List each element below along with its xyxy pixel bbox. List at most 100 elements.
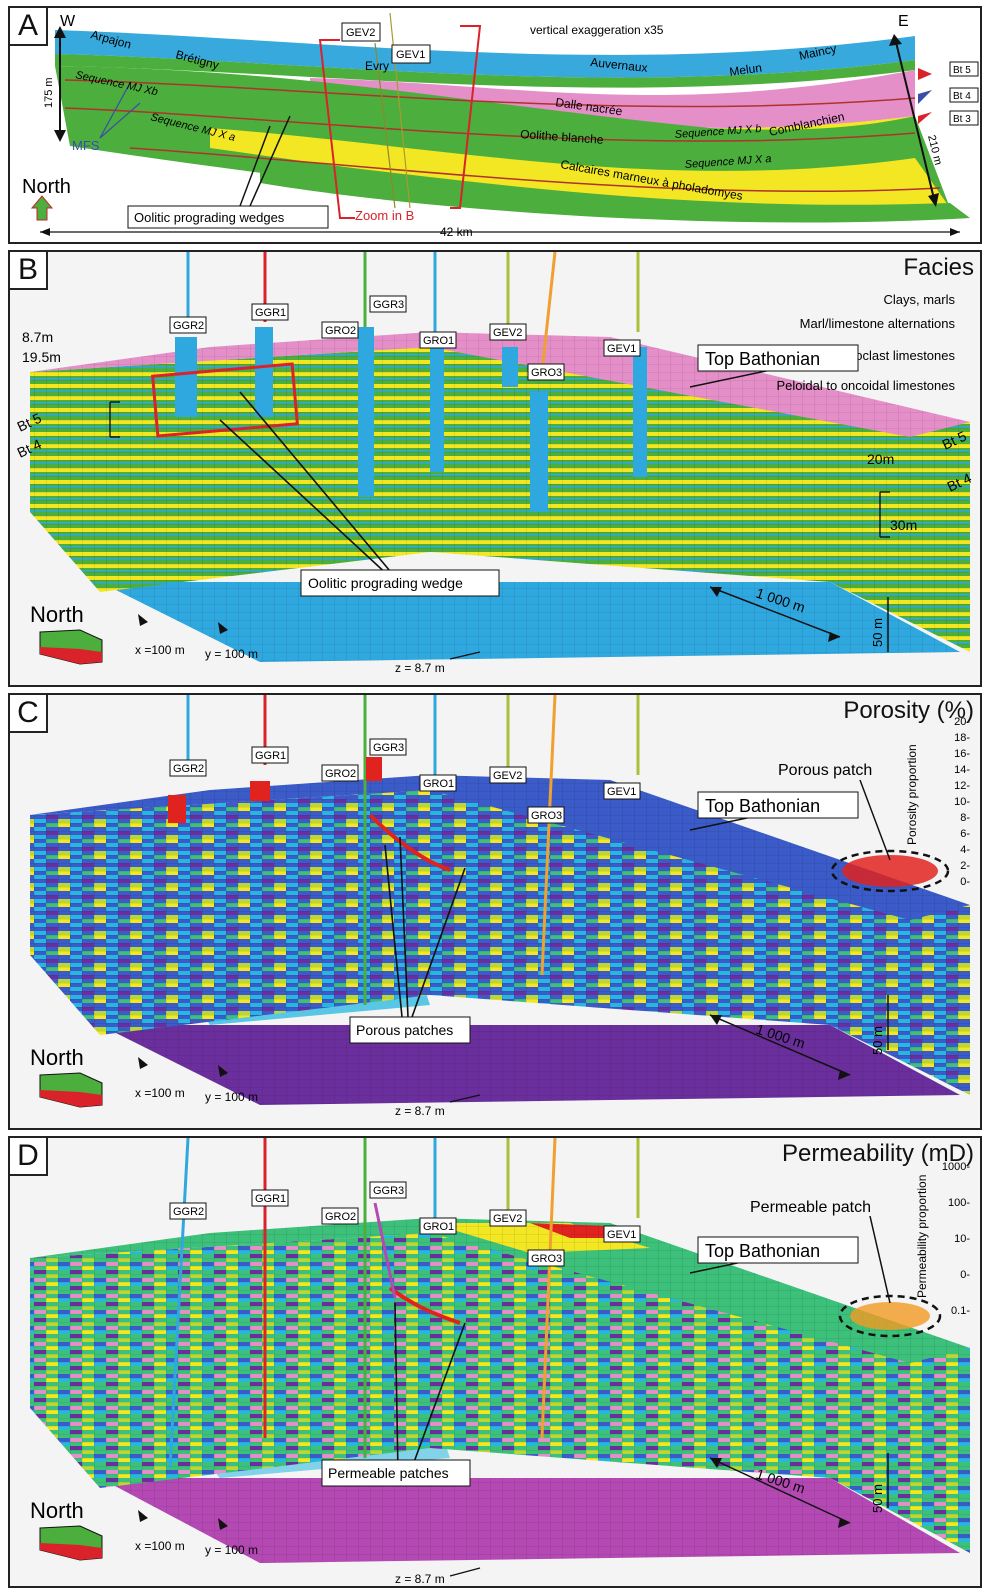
permeability-tick: 0.1- (951, 1305, 970, 1317)
well-label-box (169, 759, 207, 777)
porosity-ticks: 20-18-16-14-12-10-8-6-4-2-0- (954, 716, 970, 888)
wedge-frame (151, 362, 299, 438)
axis-title: Permeability proportion (915, 1175, 929, 1298)
height-arrow-right (894, 37, 936, 204)
scale-v: 50 m (870, 1026, 885, 1055)
porosity-tick: 0- (960, 876, 970, 888)
permeability-tick: 100- (948, 1197, 970, 1209)
permeability-tick: 1000- (942, 1161, 970, 1173)
well-label-box (369, 1181, 407, 1199)
axis-title: Porosity proportion (905, 744, 919, 845)
band-green-1 (55, 54, 915, 88)
x-spacing: x =100 m (135, 1539, 185, 1553)
porosity-tick: 18- (954, 732, 970, 744)
patch-label: Permeable patch (750, 1199, 871, 1216)
wells-d (168, 1138, 640, 1469)
thick-8-7: 8.7m (22, 329, 53, 345)
well-label: GGR1 (255, 1193, 286, 1205)
mfs-arrow (99, 82, 131, 139)
panel-letter: B (10, 252, 48, 290)
well-label: GGR1 (255, 750, 286, 762)
panel-letter: C (10, 695, 48, 733)
unit-oolithe: Oolithe blanche (520, 127, 604, 147)
y-spacing: y = 100 m (205, 647, 258, 661)
well-label-box (419, 1217, 457, 1235)
scale-v: 50 m (870, 1484, 885, 1513)
north-label: North (22, 176, 71, 198)
east-label: E (898, 13, 909, 30)
north-block-icon (39, 1525, 103, 1561)
porous-patch (842, 855, 938, 887)
wedges-label: Oolitic prograding wedges (134, 210, 285, 225)
well-label: GGR2 (173, 1206, 204, 1218)
top-bathonian: Top Bathonian (705, 349, 820, 369)
well-label: GRO3 (531, 1253, 562, 1265)
sequence-line (129, 147, 941, 193)
zoom-label: Zoom in B (355, 208, 414, 223)
thick-19-5: 19.5m (22, 349, 61, 365)
x-spacing: x =100 m (135, 643, 185, 657)
well-label: GGR3 (373, 1185, 404, 1197)
wells-c (168, 695, 640, 1005)
bt5-label: Bt 5 (953, 65, 971, 76)
well-gev1: GEV1 (396, 49, 425, 61)
permeability-tick: 0- (960, 1269, 970, 1281)
well-label: GEV2 (493, 770, 522, 782)
well-label: GGR2 (173, 763, 204, 775)
well-label: GRO3 (531, 367, 562, 379)
panel-title: Porosity (%) (843, 697, 974, 724)
porosity-tick: 4- (960, 844, 970, 856)
well-label-box (603, 339, 641, 357)
well-label: GGR2 (173, 320, 204, 332)
porosity-tick: 20- (954, 716, 970, 728)
well-label-box (489, 1209, 527, 1227)
thick-20: 20m (867, 451, 894, 467)
well-label: GGR1 (255, 307, 286, 319)
bt4-label: Bt 4 (953, 91, 971, 102)
well-label-box (527, 1249, 565, 1267)
bt-flag (918, 90, 932, 104)
well-label-box (419, 774, 457, 792)
well-label-box (603, 782, 641, 800)
scale-v: 50 m (870, 618, 885, 647)
well-label: GRO2 (325, 1211, 356, 1223)
z-spacing: z = 8.7 m (395, 1104, 445, 1118)
well-label: GRO2 (325, 325, 356, 337)
well-label: GGR3 (373, 299, 404, 311)
z-spacing: z = 8.7 m (395, 1572, 445, 1586)
height-left-label: 175 m (43, 77, 55, 108)
wedge-arrow (249, 115, 291, 207)
porosity-tick: 12- (954, 780, 970, 792)
well-label-box (169, 316, 207, 334)
red-porous-band (368, 813, 451, 872)
well-label-box (489, 323, 527, 341)
mfs-label: MFS (72, 138, 100, 153)
north-arrow-icon (30, 195, 54, 221)
length-label: 42 km (440, 225, 473, 239)
bt-flag (918, 68, 932, 80)
north-label-b: North (30, 602, 84, 627)
band-green-base (260, 158, 970, 223)
place-melun: Melun (728, 61, 762, 79)
thick-30: 30m (890, 517, 917, 533)
porosity-tick: 2- (960, 860, 970, 872)
patch-label: Porous patch (778, 762, 872, 779)
panel-a-cross-section: W E Arpajon Brétigny Evry Auvernaux Melu… (8, 6, 982, 244)
y-spacing: y = 100 m (205, 1090, 258, 1104)
top-bathonian: Top Bathonian (705, 1241, 820, 1261)
well-label-box (321, 764, 359, 782)
band-pink (310, 70, 915, 128)
panel-letter: A (10, 8, 48, 46)
y-spacing: y = 100 m (205, 1543, 258, 1557)
bt3-label: Bt 3 (953, 114, 971, 125)
well-label: GEV1 (607, 1229, 636, 1241)
well-label-box (369, 295, 407, 313)
porosity-tick: 10- (954, 796, 970, 808)
bt-flag (918, 112, 932, 124)
well-label: GEV2 (493, 1213, 522, 1225)
